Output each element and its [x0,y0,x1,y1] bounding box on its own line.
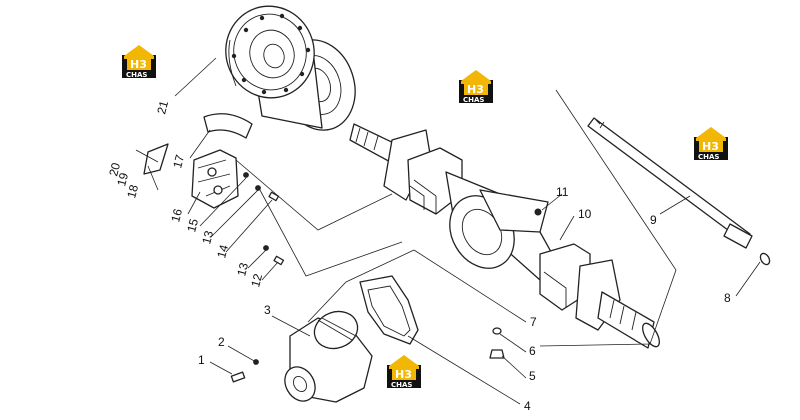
callout-labels: 1 2 3 4 5 6 7 8 9 10 11 12 13 14 13 15 1… [106,99,731,413]
callout-6: 6 [529,344,536,358]
callout-2: 2 [218,335,225,349]
hub-group-link [235,159,393,231]
callout-11: 11 [556,185,569,199]
brake-caliper [191,149,239,209]
svg-text:CHAS: CHAS [126,71,147,79]
callout-17: 17 [170,153,187,170]
logo-watermark-1: H3 CHAS [122,45,156,79]
callout-20: 20 [106,161,123,178]
callout-1: 1 [198,353,205,367]
logo-watermark-2: H3 CHAS [459,70,493,104]
callout-4: 4 [524,399,531,413]
svg-text:CHAS: CHAS [391,381,412,389]
brake-pad [203,113,253,139]
callout-16: 16 [168,207,185,224]
svg-text:H3: H3 [130,58,147,71]
snap-ring [759,252,771,266]
housing-fittings [489,208,542,359]
logo-watermark-3: H3 CHAS [694,127,728,161]
gasket [359,275,419,345]
svg-text:H3: H3 [702,140,719,153]
svg-text:CHAS: CHAS [698,153,719,161]
callout-18: 18 [124,183,141,200]
svg-text:H3: H3 [467,83,484,96]
callout-5: 5 [529,369,536,383]
fasteners-row [243,172,285,266]
pad-clip [135,143,169,175]
callout-19: 19 [114,171,131,188]
leader-lines [147,57,761,405]
logo-watermark-4: H3 CHAS [387,355,421,389]
callout-13b: 13 [234,261,251,278]
svg-text:H3: H3 [395,368,412,381]
half-shaft [587,117,753,249]
differential-carrier [230,310,373,403]
callout-15: 15 [184,217,201,234]
axle-housing [349,123,660,349]
callout-9: 9 [650,213,657,227]
callout-14: 14 [214,243,231,260]
callout-21: 21 [154,99,171,116]
callout-3: 3 [264,303,271,317]
callout-10: 10 [578,207,592,221]
callout-8: 8 [724,291,731,305]
svg-text:CHAS: CHAS [463,96,484,104]
callout-13a: 13 [199,229,216,246]
shaft-group-box [539,89,677,347]
callout-12: 12 [248,272,265,289]
hub-drum-assembly [225,5,356,131]
callout-7: 7 [530,315,537,329]
